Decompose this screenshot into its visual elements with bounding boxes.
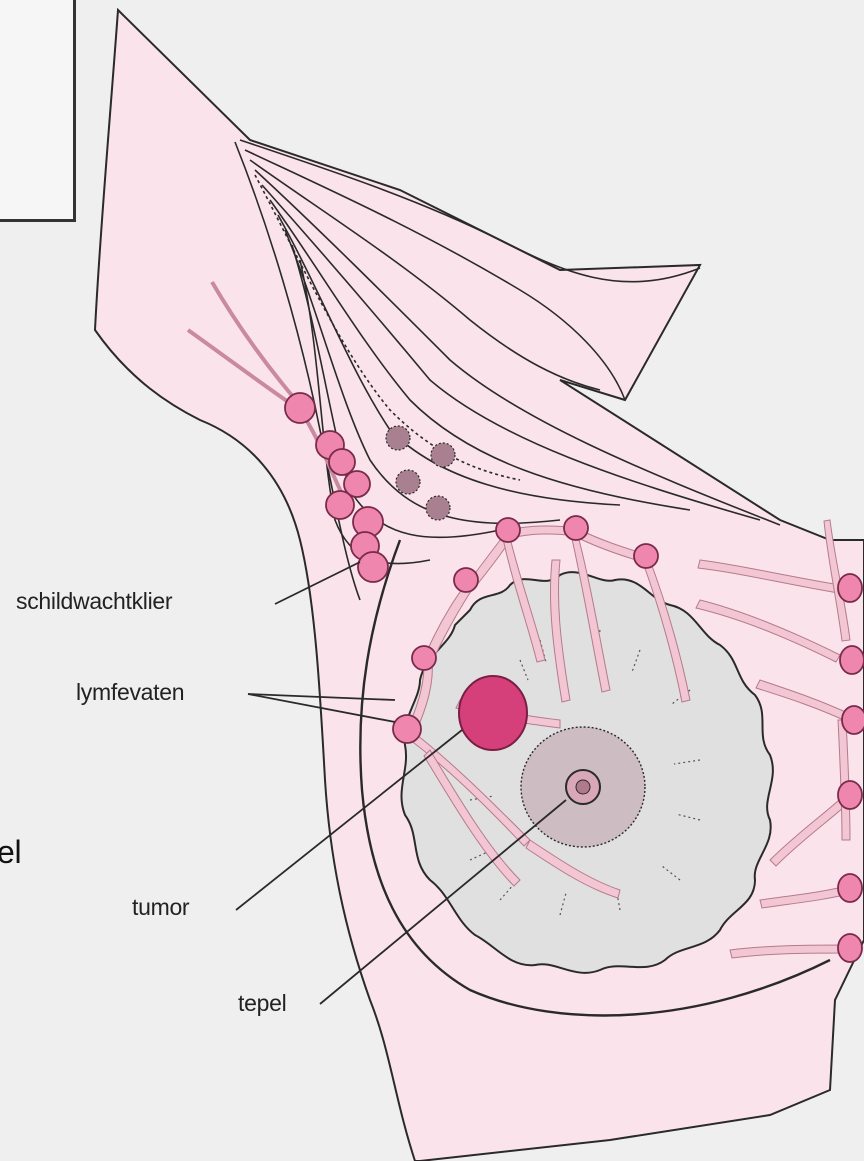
- chest-wall-skin: [95, 10, 864, 1161]
- lymph-node: [326, 491, 354, 519]
- sentinel-node: [358, 552, 388, 582]
- lymph-node: [329, 449, 355, 475]
- lymph-node: [838, 574, 862, 602]
- lymph-node: [393, 715, 421, 743]
- lymph-node: [285, 393, 315, 423]
- label-nipple: tepel: [238, 992, 286, 1015]
- lymph-node: [634, 544, 658, 568]
- lymph-node: [496, 518, 520, 542]
- tumor: [459, 676, 527, 750]
- lymph-node: [838, 781, 862, 809]
- cut-off-text: el: [0, 836, 21, 868]
- lymph-node: [840, 646, 864, 674]
- lymph-node: [842, 706, 864, 734]
- lymph-node: [838, 874, 862, 902]
- lymph-node: [412, 646, 436, 670]
- label-tumor: tumor: [132, 896, 189, 919]
- lymph-node: [838, 934, 862, 962]
- lymph-node: [564, 516, 588, 540]
- lymph-node: [454, 568, 478, 592]
- label-lymph-vessels: lymfevaten: [76, 681, 184, 704]
- nipple-center: [576, 780, 590, 794]
- label-sentinel-node: schildwachtklier: [16, 590, 172, 613]
